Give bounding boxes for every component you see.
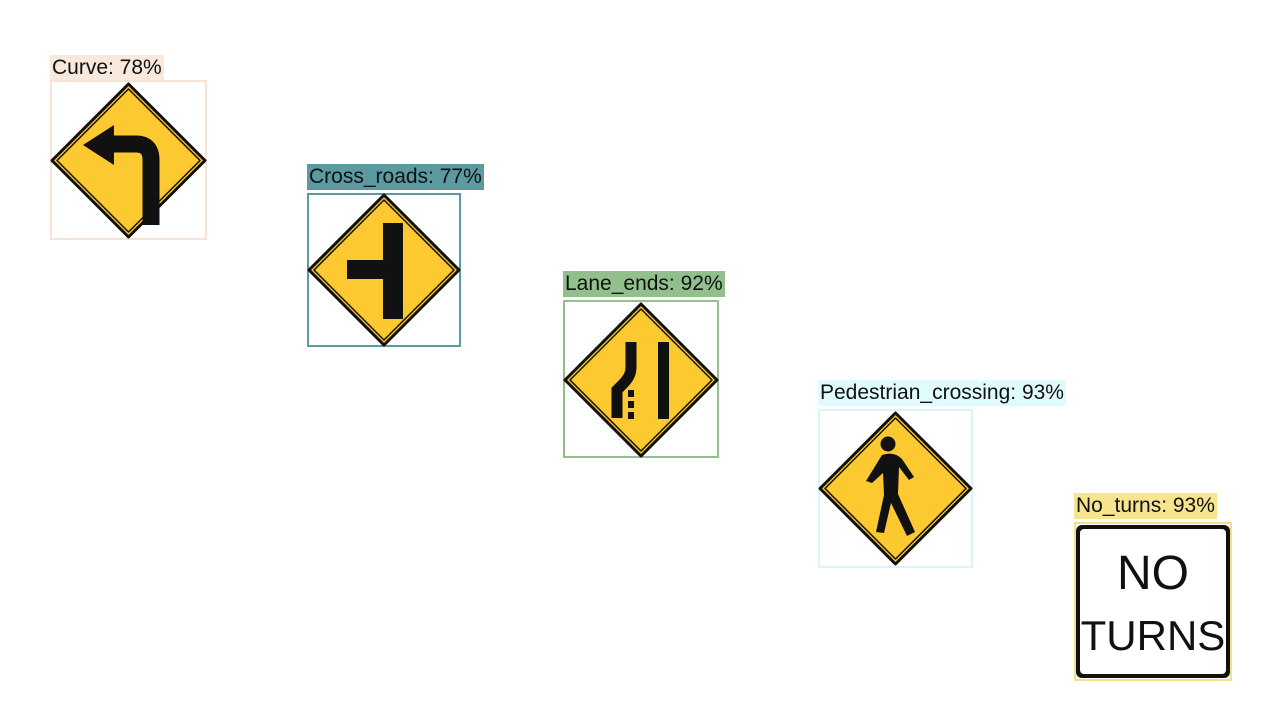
curve-left-sign: [50, 82, 207, 239]
sign-text-line1: NO: [1117, 547, 1189, 600]
detection-label: Lane_ends: 92%: [563, 271, 725, 297]
side-road-sign: [307, 193, 461, 347]
bounding-box: [1074, 522, 1232, 681]
lane-ends-sign: [563, 302, 719, 458]
pedestrian-crossing-sign: [818, 411, 973, 566]
no-turns-sign: NO TURNS: [1074, 523, 1232, 680]
detection-label: Cross_roads: 77%: [307, 164, 484, 190]
detection-label: Pedestrian_crossing: 93%: [818, 380, 1066, 406]
detection-label: No_turns: 93%: [1074, 493, 1217, 519]
sign-text-line2: TURNS: [1081, 612, 1226, 659]
detection-label: Curve: 78%: [50, 55, 164, 81]
